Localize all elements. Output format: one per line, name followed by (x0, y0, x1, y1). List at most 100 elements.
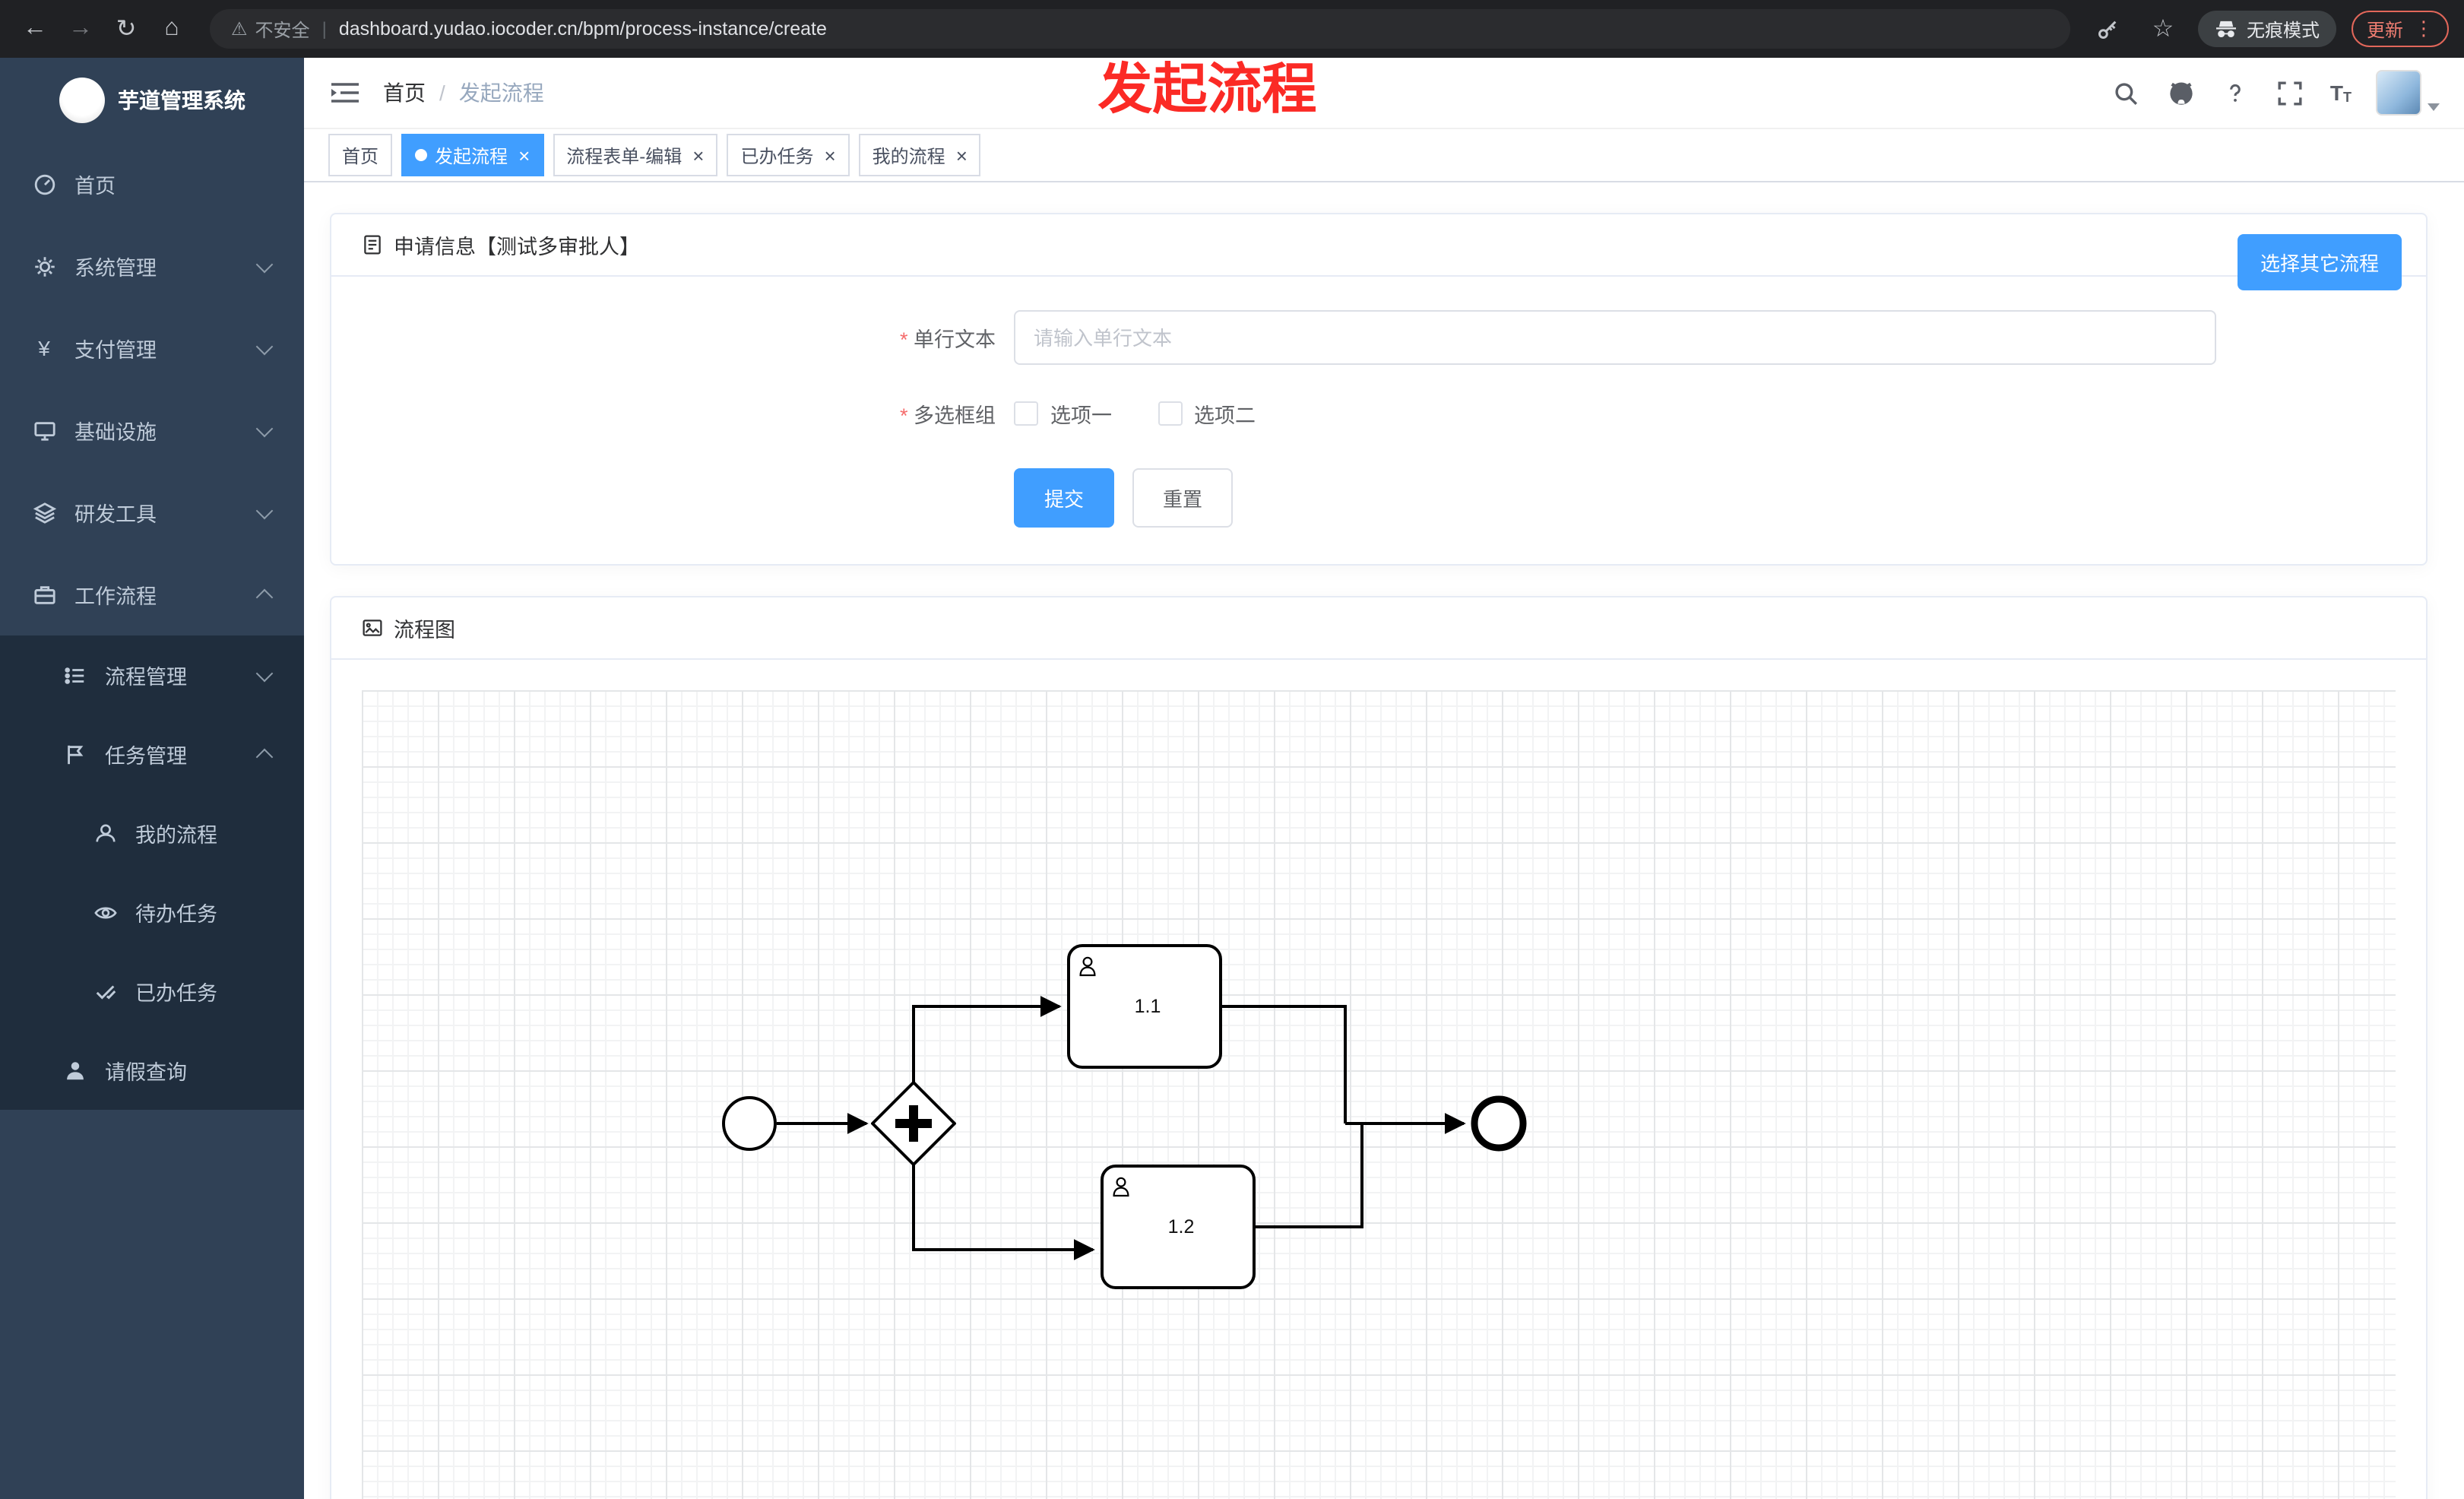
chevron-down-icon (255, 501, 274, 519)
bpmn-flow-task2-to-join (1254, 1123, 1363, 1228)
app-logo[interactable]: 芋道管理系统 (0, 58, 304, 143)
user-task-icon (1113, 1177, 1129, 1197)
text-field-row: 单行文本 (331, 310, 2426, 365)
tab-process-form-edit[interactable]: 流程表单-编辑 × (553, 134, 718, 176)
page-content: 申请信息【测试多审批人】 选择其它流程 单行文本 多选框组 (304, 182, 2464, 1499)
briefcase-icon (30, 583, 58, 606)
logo-avatar (59, 78, 104, 123)
github-icon[interactable] (2166, 78, 2196, 108)
form-body: 单行文本 多选框组 选项一 (331, 277, 2426, 564)
bpmn-diagram: 1.1 1.2 (722, 944, 1527, 1289)
application-form-card: 申请信息【测试多审批人】 选择其它流程 单行文本 多选框组 (330, 213, 2428, 566)
home-icon[interactable]: ⌂ (164, 15, 179, 41)
refresh-icon[interactable]: ↻ (116, 17, 137, 43)
toolbox-icon (30, 501, 58, 524)
bpmn-gateway-plus-icon (895, 1105, 932, 1142)
tab-initiate-process[interactable]: 发起流程 × (401, 134, 544, 176)
sidebar-item-workflow[interactable]: 工作流程 (0, 553, 304, 635)
tab-my-process[interactable]: 我的流程 × (858, 134, 981, 176)
tab-close-icon[interactable]: × (955, 144, 968, 166)
reset-button[interactable]: 重置 (1132, 468, 1234, 528)
sidebar-item-leave-query[interactable]: 请假查询 (0, 1031, 304, 1110)
tab-close-icon[interactable]: × (518, 144, 530, 166)
bpmn-canvas[interactable]: 1.1 1.2 (362, 690, 2396, 1499)
checkbox-option-1[interactable]: 选项一 (1014, 398, 1112, 429)
not-secure-warning[interactable]: ⚠不安全 (231, 16, 310, 42)
tab-close-icon[interactable]: × (692, 144, 705, 166)
search-icon[interactable] (2111, 78, 2142, 108)
annotation-text: 发起流程 (1097, 58, 1317, 120)
checkbox-group: 选项一 选项二 (1014, 398, 1256, 429)
incognito-icon (2215, 20, 2236, 37)
submit-button[interactable]: 提交 (1014, 468, 1115, 528)
key-icon[interactable] (2089, 9, 2128, 49)
sidebar-item-todo-tasks[interactable]: 待办任务 (0, 873, 304, 952)
chevron-up-icon (255, 748, 274, 766)
app-frame: 芋道管理系统 首页 系统管理 ¥ 支付管理 (0, 58, 2464, 1499)
bpmn-user-task-1 (1067, 944, 1222, 1069)
single-line-text-input[interactable] (1014, 310, 2216, 365)
chevron-down-icon (255, 337, 274, 355)
text-field-label: 单行文本 (331, 322, 1014, 353)
sidebar-item-process-management[interactable]: 流程管理 (0, 635, 304, 715)
breadcrumb-home[interactable]: 首页 (383, 81, 426, 105)
address-bar[interactable]: ⚠不安全 | dashboard.yudao.iocoder.cn/bpm/pr… (210, 9, 2070, 49)
breadcrumb: 首页 发起流程 (383, 78, 544, 108)
done-check-icon (91, 980, 119, 1003)
help-icon[interactable] (2221, 78, 2251, 108)
bpmn-flow-gateway-to-task2 (912, 1165, 1095, 1260)
tab-home[interactable]: 首页 (328, 134, 393, 176)
select-other-process-button[interactable]: 选择其它流程 (2237, 234, 2402, 290)
fullscreen-icon[interactable] (2276, 78, 2306, 108)
incognito-badge[interactable]: 无痕模式 (2197, 11, 2336, 47)
checkbox-group-label: 多选框组 (331, 398, 1014, 429)
bookmark-star-icon[interactable]: ☆ (2152, 17, 2174, 43)
sidebar-item-done-tasks[interactable]: 已办任务 (0, 952, 304, 1031)
sidebar-item-home[interactable]: 首页 (0, 143, 304, 225)
caret-down-icon (2428, 103, 2440, 111)
form-card-header: 申请信息【测试多审批人】 选择其它流程 (331, 214, 2426, 290)
chevron-up-icon (255, 588, 274, 607)
browser-menu-icon[interactable]: ⋮ (2414, 17, 2434, 40)
sidebar-item-system[interactable]: 系统管理 (0, 225, 304, 307)
monitor-icon (30, 419, 58, 442)
checkbox-icon[interactable] (1158, 401, 1182, 426)
forward-icon[interactable]: → (68, 15, 93, 41)
document-icon (364, 235, 381, 255)
user-avatar[interactable] (2376, 70, 2440, 116)
bpmn-task2-label: 1.2 (1168, 1216, 1195, 1238)
browser-toolbar: ← → ↻ ⌂ ⚠不安全 | dashboard.yudao.iocoder.c… (0, 0, 2464, 58)
yen-icon: ¥ (38, 336, 50, 360)
browser-update-button[interactable]: 更新 ⋮ (2351, 11, 2449, 47)
browser-actions: ☆ 无痕模式 更新 ⋮ (2089, 9, 2449, 49)
tab-done-tasks[interactable]: 已办任务 × (727, 134, 850, 176)
chevron-down-icon (255, 255, 274, 273)
checkbox-icon[interactable] (1014, 401, 1038, 426)
bpmn-start-event (722, 1096, 777, 1151)
tab-bar: 首页 发起流程 × 流程表单-编辑 × 已办任务 × 我的流程 × (304, 129, 2464, 182)
tab-close-icon[interactable]: × (824, 144, 836, 166)
chevron-down-icon (255, 419, 274, 437)
form-buttons-row: 提交 重置 (331, 468, 2426, 528)
main-area: 首页 发起流程 TT (304, 58, 2464, 1499)
diagram-card-header: 流程图 (331, 597, 2426, 660)
eye-icon (91, 901, 119, 924)
warning-icon: ⚠ (231, 18, 248, 40)
collapse-sidebar-icon[interactable] (328, 76, 362, 109)
sidebar-item-devtools[interactable]: 研发工具 (0, 471, 304, 553)
checkbox-option-2[interactable]: 选项二 (1158, 398, 1256, 429)
sidebar-item-my-process[interactable]: 我的流程 (0, 794, 304, 873)
sidebar-item-task-management[interactable]: 任务管理 (0, 715, 304, 794)
sidebar: 芋道管理系统 首页 系统管理 ¥ 支付管理 (0, 58, 304, 1499)
back-icon[interactable]: ← (23, 15, 47, 41)
sidebar-item-payment[interactable]: ¥ 支付管理 (0, 307, 304, 389)
person-icon (61, 1059, 88, 1082)
bpmn-flow-gateway-to-task1 (912, 996, 1062, 1082)
url-text: dashboard.yudao.iocoder.cn/bpm/process-i… (338, 18, 827, 40)
diagram-card-title: 流程图 (394, 619, 455, 642)
bpmn-task1-label: 1.1 (1135, 996, 1161, 1017)
sidebar-item-infrastructure[interactable]: 基础设施 (0, 389, 304, 471)
